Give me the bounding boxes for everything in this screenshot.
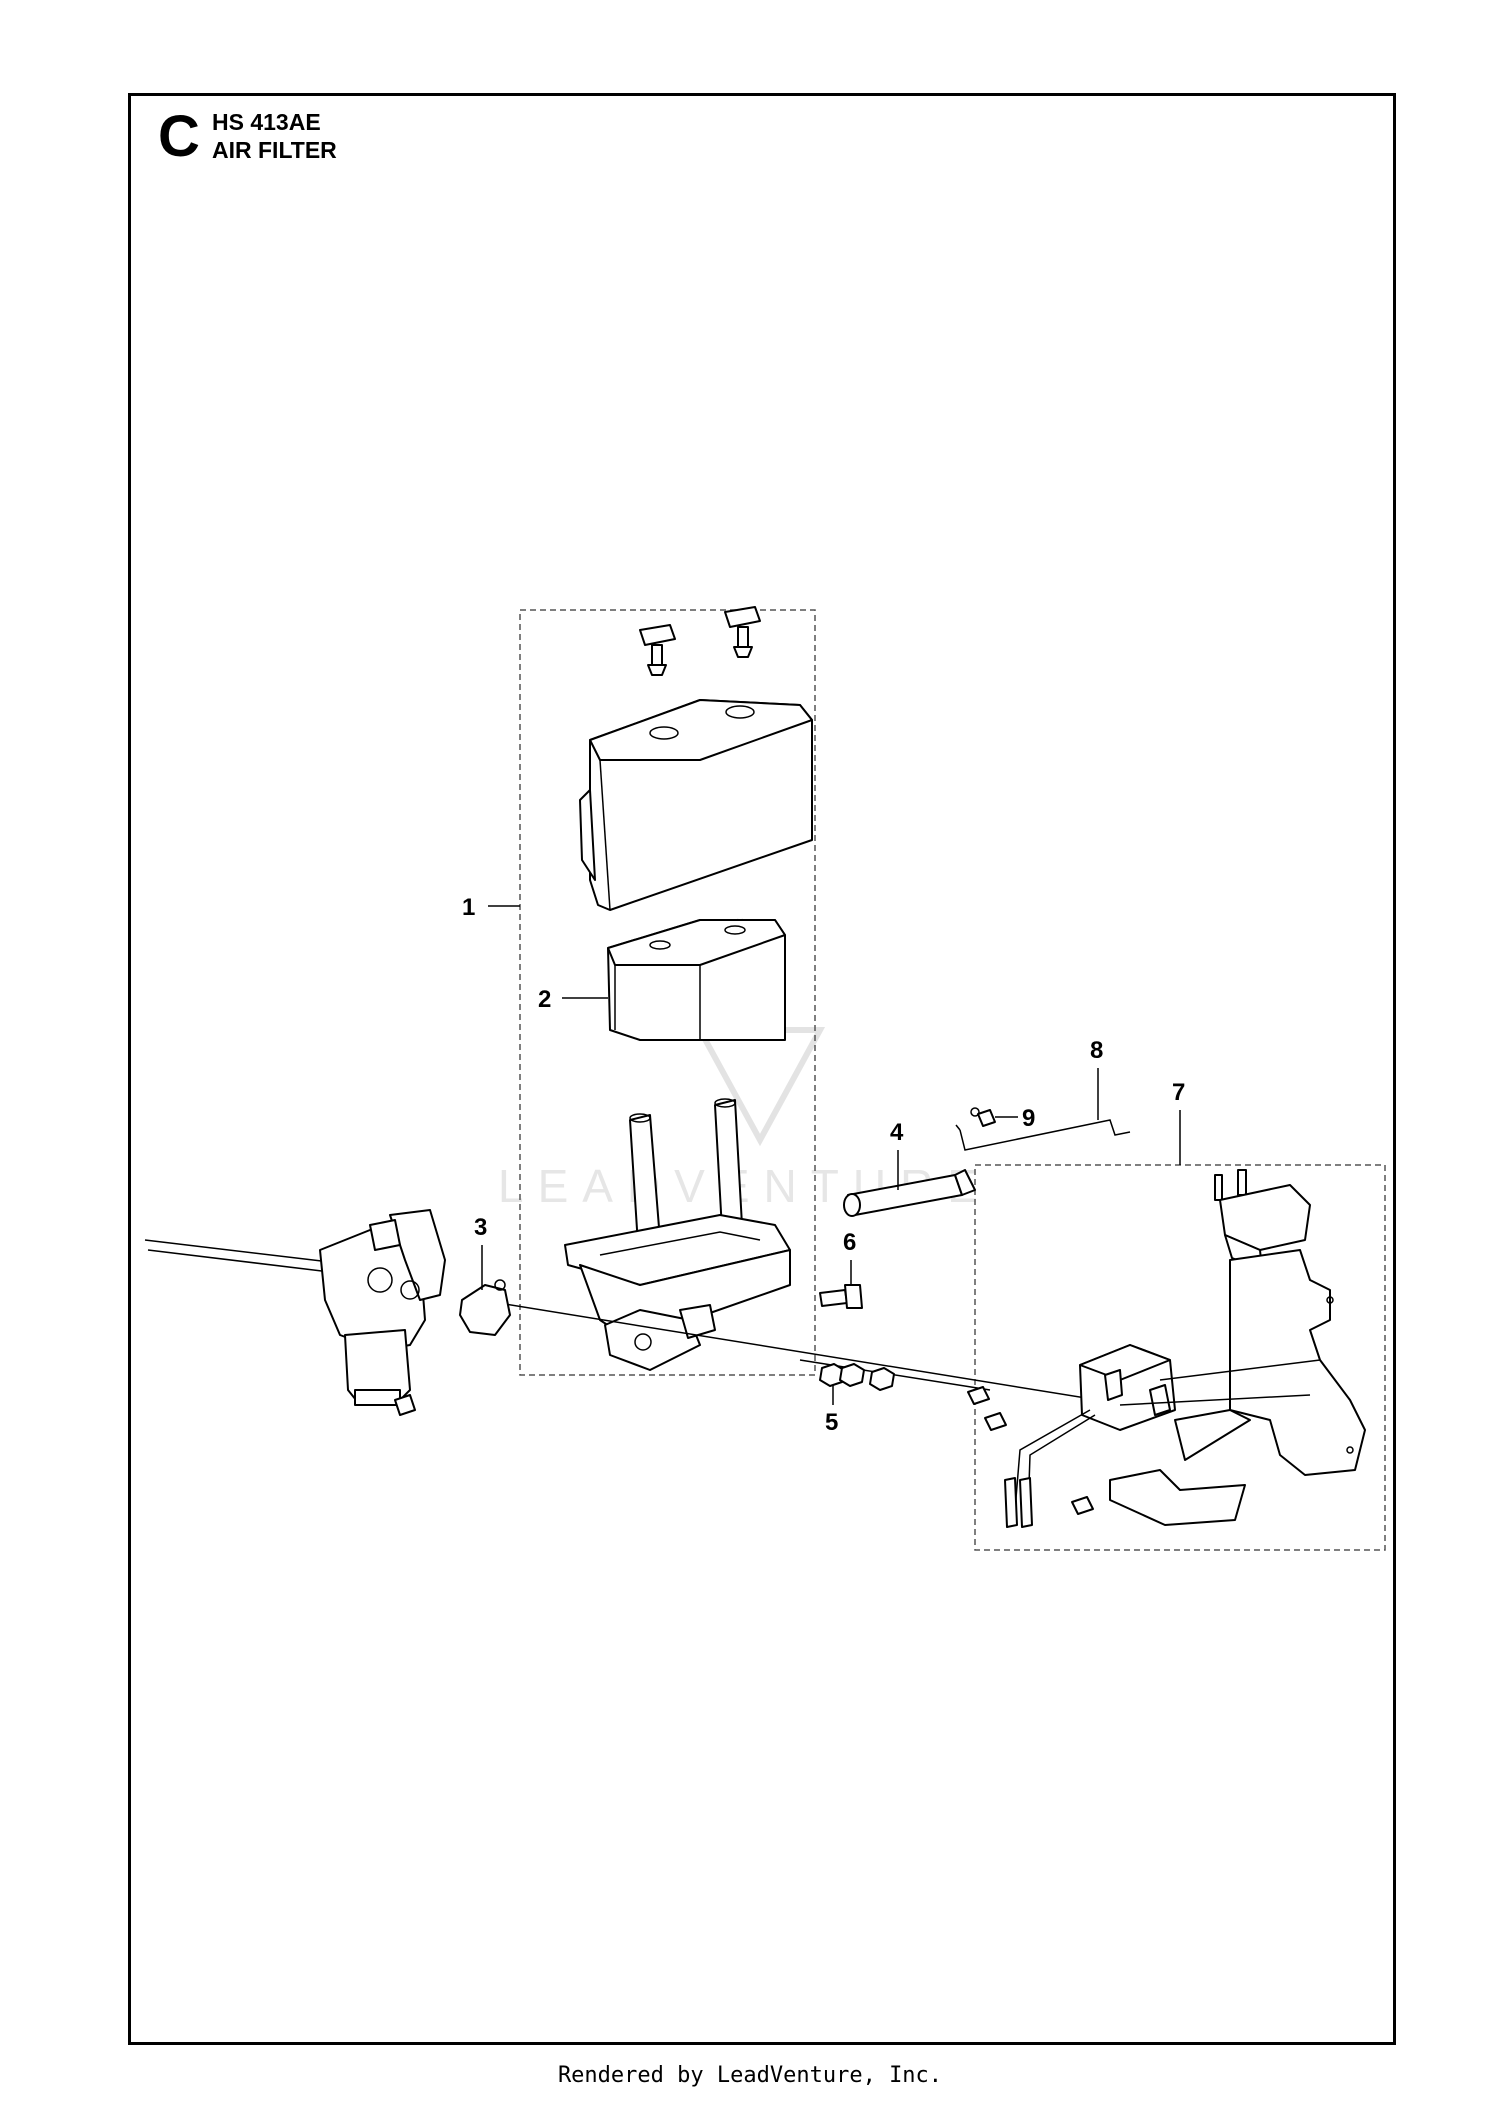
hose-4 bbox=[843, 1169, 976, 1217]
throttle-rod bbox=[479, 1299, 1161, 1411]
callout-3: 3 bbox=[474, 1214, 487, 1241]
callout-6: 6 bbox=[843, 1229, 856, 1256]
air-filter-base bbox=[564, 1098, 791, 1371]
callout-2: 2 bbox=[538, 986, 551, 1013]
callout-4: 4 bbox=[890, 1119, 904, 1146]
filter-element bbox=[607, 919, 786, 1041]
callout-7: 7 bbox=[1172, 1079, 1185, 1106]
air-filter-cover bbox=[579, 699, 813, 911]
section-title: AIR FILTER bbox=[212, 137, 337, 163]
callout-5: 5 bbox=[825, 1409, 838, 1436]
nuts-5 bbox=[819, 1363, 895, 1391]
rod-8 bbox=[955, 1119, 1131, 1151]
section-letter: C bbox=[158, 104, 200, 169]
drawing-frame bbox=[128, 93, 1396, 2045]
clip-9 bbox=[970, 1107, 996, 1127]
footer-credit: Rendered by LeadVenture, Inc. bbox=[557, 2063, 943, 2088]
cover-knob-right bbox=[724, 606, 761, 658]
cover-knob-left bbox=[639, 624, 676, 676]
callout-1: 1 bbox=[462, 894, 475, 921]
gasket-3 bbox=[459, 1279, 511, 1336]
callout-9: 9 bbox=[1022, 1105, 1035, 1132]
bolt-6 bbox=[819, 1284, 863, 1309]
callout-8: 8 bbox=[1090, 1037, 1103, 1064]
ignition-assembly-7 bbox=[967, 1169, 1366, 1528]
carburetor bbox=[144, 1209, 446, 1416]
model-name: HS 413AE bbox=[212, 109, 321, 135]
